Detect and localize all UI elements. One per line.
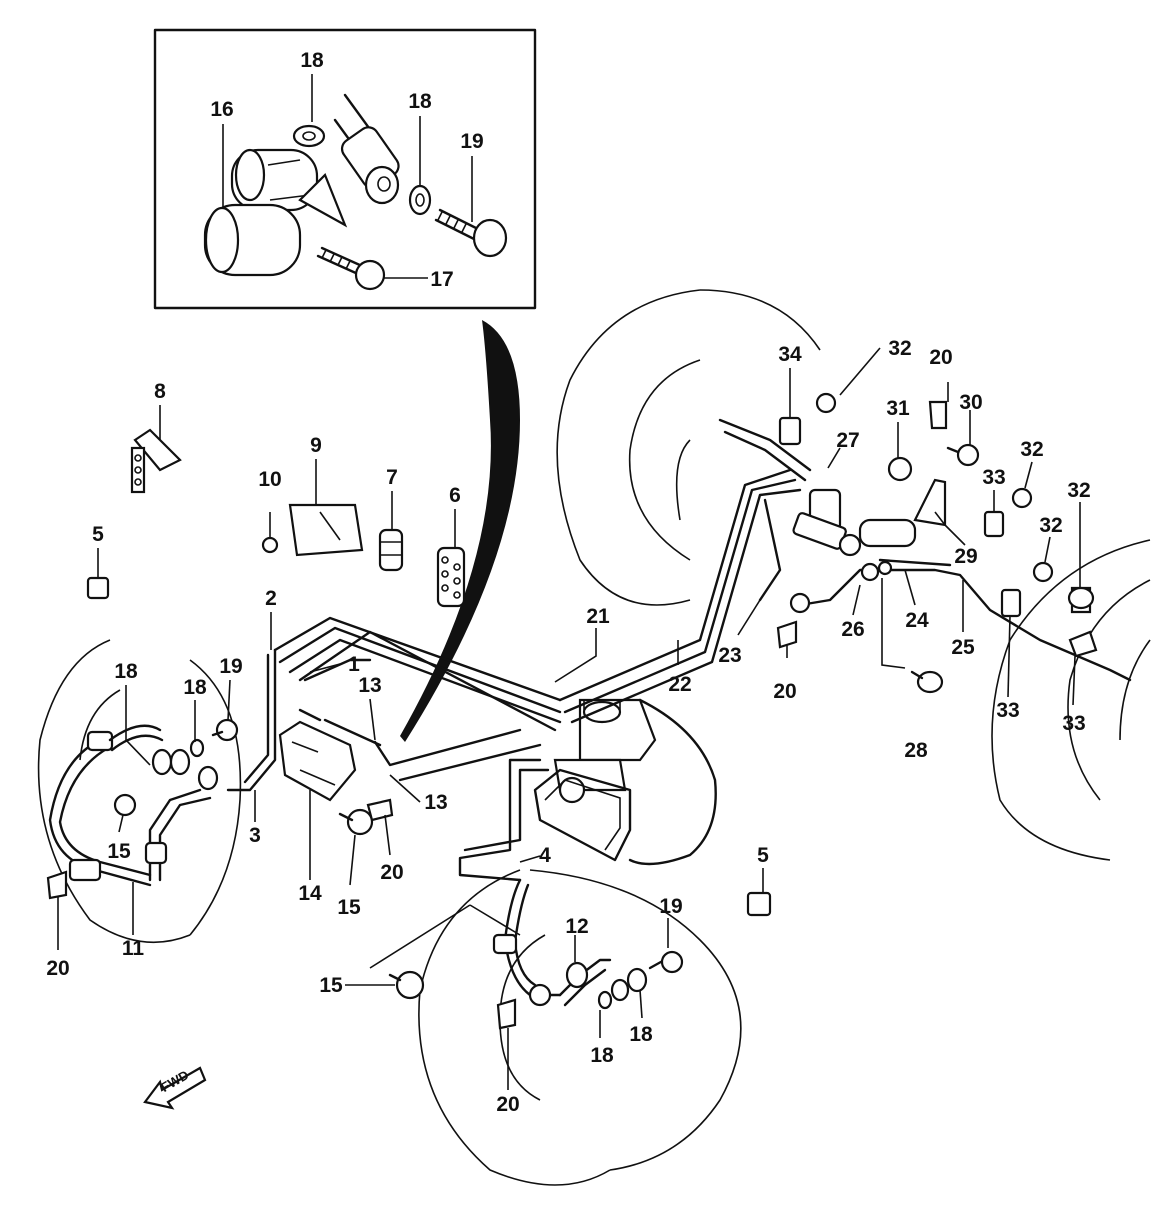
callout-4: 4 <box>539 844 551 867</box>
callout-32-top: 32 <box>888 337 911 360</box>
callout-32-right-b: 32 <box>1067 479 1090 502</box>
caliper-body-16 <box>203 148 348 277</box>
callout-34: 34 <box>778 343 802 366</box>
washer-18-upper <box>292 124 326 148</box>
callout-1: 1 <box>348 653 360 676</box>
rear-right-wheel <box>991 539 1151 861</box>
front-right-caliper-hose <box>492 878 684 1010</box>
callout-33-lower-b: 33 <box>1062 712 1085 735</box>
callout-24: 24 <box>905 609 929 632</box>
callout-13-lower: 13 <box>424 791 447 814</box>
callout-18-front-right-b: 18 <box>629 1023 653 1046</box>
callout-20-top: 20 <box>929 346 952 369</box>
callout-5-left: 5 <box>92 523 104 546</box>
callout-20-front-right: 20 <box>496 1093 519 1116</box>
leader-lines <box>57 347 1081 1090</box>
callout-18-front-right-a: 18 <box>590 1044 614 1067</box>
callout-27: 27 <box>836 429 859 452</box>
callout-2: 2 <box>265 587 277 610</box>
callout-30: 30 <box>959 391 982 414</box>
master-cylinder-booster <box>553 698 717 866</box>
callout-18-inset-upper: 18 <box>300 49 324 72</box>
callout-12: 12 <box>565 915 588 938</box>
callout-18-front-left-a: 18 <box>114 660 138 683</box>
brake-pipes <box>226 418 1132 882</box>
callout-6: 6 <box>449 484 461 507</box>
callout-9: 9 <box>310 434 322 457</box>
callout-3: 3 <box>249 824 261 847</box>
detail-pointer-arrow <box>400 320 520 742</box>
brake-hose-end <box>333 93 400 205</box>
callout-20-center: 20 <box>380 861 403 884</box>
callout-19-inset: 19 <box>460 130 483 153</box>
detail-inset <box>153 28 537 310</box>
callout-labels: 16 18 18 19 17 8 9 10 7 6 5 2 1 13 13 3 … <box>46 49 1090 1116</box>
callout-19-front-left: 19 <box>219 655 242 678</box>
washer-18-right <box>408 184 432 216</box>
callout-11: 11 <box>122 937 145 960</box>
callout-8: 8 <box>154 380 166 403</box>
hardware-parts <box>46 392 1098 1110</box>
callout-13-upper: 13 <box>358 674 381 697</box>
callout-18-front-left-b: 18 <box>183 676 207 699</box>
callout-15-center: 15 <box>337 896 361 919</box>
callout-15-front-right: 15 <box>319 974 343 997</box>
callout-15-left: 15 <box>107 840 131 863</box>
callout-31: 31 <box>886 397 910 420</box>
union-bolt-19 <box>434 208 508 258</box>
callout-14: 14 <box>298 882 322 905</box>
callout-16: 16 <box>210 98 233 121</box>
callout-22: 22 <box>668 673 691 696</box>
callout-18-inset-right: 18 <box>408 90 432 113</box>
front-left-caliper-hose <box>48 718 239 887</box>
front-left-wheel <box>37 639 242 944</box>
callout-21: 21 <box>586 605 610 628</box>
callout-32-right-c: 32 <box>1039 514 1062 537</box>
callout-26: 26 <box>841 618 864 641</box>
rear-left-wheel <box>556 289 821 606</box>
callout-10: 10 <box>258 468 281 491</box>
callout-20-right: 20 <box>773 680 796 703</box>
callout-33-lower-a: 33 <box>996 699 1019 722</box>
callout-19-front-right: 19 <box>659 895 682 918</box>
callout-5-right: 5 <box>757 844 769 867</box>
callout-7: 7 <box>386 466 398 489</box>
callout-23: 23 <box>718 644 741 667</box>
fwd-arrow-icon <box>143 1066 207 1110</box>
bleeder-bolt-17 <box>316 246 386 291</box>
callout-33-top: 33 <box>982 466 1005 489</box>
callout-25: 25 <box>951 636 975 659</box>
callout-28: 28 <box>904 739 928 762</box>
callout-32-right-a: 32 <box>1020 438 1043 461</box>
callout-17: 17 <box>430 268 453 291</box>
callout-20-front-left: 20 <box>46 957 69 980</box>
callout-29: 29 <box>954 545 977 568</box>
